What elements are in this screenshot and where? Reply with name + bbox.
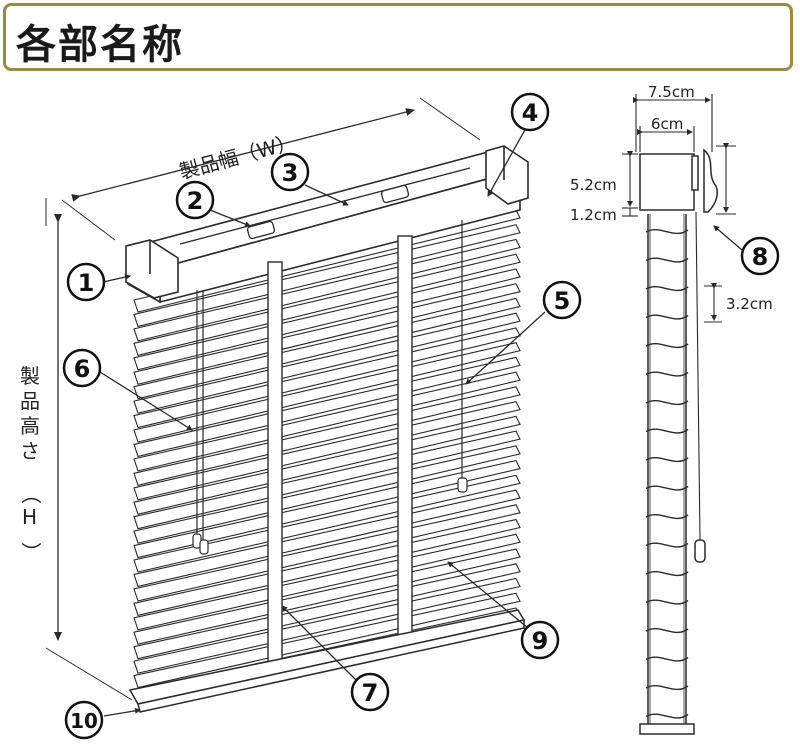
slat [133, 238, 521, 342]
slat [133, 356, 521, 458]
height-char: H [22, 505, 37, 529]
callout-4: 4 [510, 92, 550, 132]
height-char: （ [19, 484, 43, 504]
callout-8: 8 [740, 236, 780, 276]
slat [133, 548, 521, 645]
slat [133, 592, 521, 689]
slat [133, 312, 521, 414]
slat [133, 489, 521, 588]
total-depth-label: 7.5cm [648, 83, 695, 101]
callout-9: 9 [520, 620, 560, 660]
slat [133, 224, 521, 328]
slat [133, 253, 521, 356]
slat [133, 386, 521, 486]
side-slat [645, 514, 689, 520]
svg-text:10: 10 [70, 709, 98, 733]
svg-text:3: 3 [282, 159, 299, 187]
page-title: 各部名称 [16, 22, 184, 68]
svg-text:7: 7 [362, 679, 379, 707]
slat [133, 563, 521, 660]
callout-3: 3 [270, 152, 310, 192]
side-slats [645, 229, 689, 719]
callout-1: 1 [66, 262, 106, 302]
svg-text:2: 2 [187, 187, 204, 215]
callout-10: 10 [64, 700, 104, 740]
slat [133, 504, 521, 602]
svg-text:5: 5 [554, 287, 571, 315]
height-char: さ [20, 439, 40, 463]
callout-7: 7 [350, 672, 390, 712]
side-slat [645, 599, 689, 605]
side-slat [645, 371, 689, 377]
svg-text:6: 6 [74, 355, 91, 383]
side-slat [645, 257, 689, 263]
slat [133, 430, 521, 530]
rail-height-label: 5.2cm [570, 176, 617, 194]
slat [133, 327, 521, 429]
height-char: 品 [20, 389, 40, 413]
title-box: 各部名称 [3, 3, 793, 71]
callouts: 1 2 3 4 5 6 7 8 [62, 92, 780, 740]
callout-5: 5 [542, 280, 582, 320]
svg-text:4: 4 [522, 99, 539, 127]
side-slat [645, 542, 689, 548]
slat [133, 518, 521, 616]
svg-text:8: 8 [752, 243, 769, 271]
side-slat [645, 571, 689, 577]
slat [133, 533, 521, 631]
slat [133, 474, 521, 573]
width-arrow [71, 108, 415, 202]
slat [133, 342, 521, 443]
height-char: 高 [20, 414, 40, 438]
svg-text:1: 1 [78, 269, 95, 297]
rail-depth-label: 6cm [651, 115, 683, 133]
gap-label: 1.2cm [570, 206, 617, 224]
side-slat [645, 286, 689, 292]
side-slat [645, 428, 689, 434]
cords [192, 220, 468, 555]
side-slat [645, 400, 689, 406]
side-slat [645, 457, 689, 463]
slat [133, 283, 521, 385]
side-slat [645, 314, 689, 320]
side-slat [645, 628, 689, 634]
ladder-tapes [267, 235, 413, 681]
side-dimensions [622, 94, 736, 323]
height-label: 製 品 高 さ （ H ） [19, 364, 43, 562]
leader-lines [99, 127, 743, 717]
slat [133, 400, 521, 501]
svg-text:9: 9 [532, 627, 549, 655]
slat [133, 577, 521, 674]
bottom-rail [128, 609, 526, 713]
height-char: ） [19, 542, 43, 562]
side-slat [645, 485, 689, 491]
side-slat [645, 656, 689, 662]
slat [133, 459, 521, 559]
side-view [639, 148, 719, 735]
side-slat [645, 343, 689, 349]
slat [133, 268, 521, 371]
side-slat [645, 229, 689, 235]
callout-6: 6 [62, 348, 102, 388]
slat [133, 371, 521, 472]
slat [133, 445, 521, 544]
side-slat [645, 685, 689, 691]
height-char: 製 [20, 364, 40, 388]
slat-pitch-label: 3.2cm [726, 295, 773, 313]
side-slat [645, 713, 689, 719]
callout-2: 2 [175, 180, 215, 220]
slats-group [133, 209, 521, 703]
slat [133, 415, 521, 515]
